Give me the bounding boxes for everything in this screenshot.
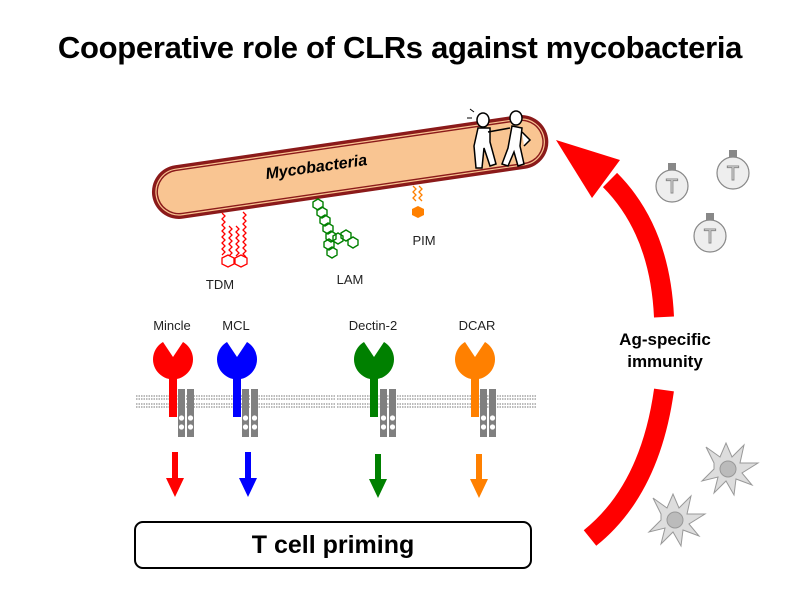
pim-glycolipid bbox=[412, 185, 424, 218]
svg-text:T: T bbox=[666, 176, 678, 198]
receptor-mcl bbox=[216, 342, 258, 437]
feedback-arrow bbox=[556, 140, 674, 546]
svg-text:T: T bbox=[704, 226, 716, 248]
signal-arrow-dcar bbox=[470, 454, 488, 498]
signal-arrow-dectin2 bbox=[369, 454, 387, 498]
receptor-label-mcl: MCL bbox=[222, 318, 249, 333]
receptor-mincle bbox=[153, 342, 194, 437]
t-cell: T bbox=[716, 150, 750, 190]
dendritic-cell bbox=[647, 492, 707, 548]
membrane-left bbox=[135, 395, 237, 408]
lam-glycolipid bbox=[312, 198, 359, 259]
diagram-title: Cooperative role of CLRs against mycobac… bbox=[57, 30, 743, 65]
feedback-label-line2: immunity bbox=[627, 352, 703, 371]
receptor-label-dectin2: Dectin-2 bbox=[349, 318, 397, 333]
svg-text:T: T bbox=[727, 163, 739, 185]
receptor-label-dcar: DCAR bbox=[459, 318, 496, 333]
outcome-box: T cell priming bbox=[134, 521, 532, 569]
signal-arrow-mincle bbox=[166, 452, 184, 497]
pim-label: PIM bbox=[412, 233, 435, 248]
fighting-people-icon bbox=[467, 108, 532, 169]
outcome-label: T cell priming bbox=[251, 530, 415, 559]
t-cell: T bbox=[693, 213, 727, 253]
receptor-dectin2 bbox=[354, 342, 396, 437]
receptor-dcar bbox=[455, 342, 496, 437]
t-cell: T bbox=[655, 163, 689, 203]
tdm-glycolipid bbox=[221, 211, 248, 268]
mycobacterium bbox=[151, 115, 549, 219]
dendritic-cell bbox=[700, 441, 760, 497]
receptor-label-mincle: Mincle bbox=[153, 318, 191, 333]
signal-arrow-mcl bbox=[239, 452, 257, 497]
feedback-arrow-label: Ag-specific immunity bbox=[590, 329, 740, 373]
lam-label: LAM bbox=[337, 272, 364, 287]
tdm-label: TDM bbox=[206, 277, 234, 292]
feedback-label-line1: Ag-specific bbox=[619, 330, 711, 349]
